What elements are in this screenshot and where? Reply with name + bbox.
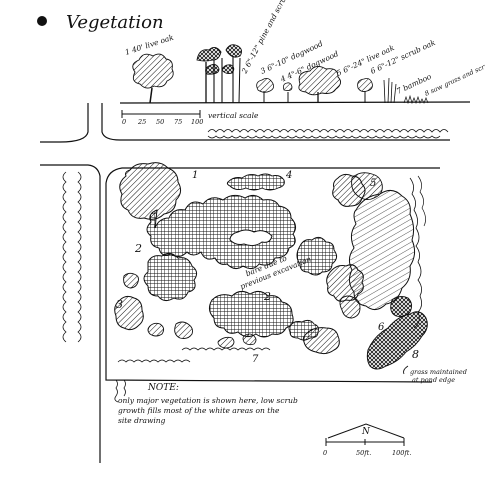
svg-text:0: 0	[323, 449, 327, 457]
roadside-scrub	[62, 129, 449, 403]
dogwood-3b	[123, 272, 139, 289]
page-title: Vegetation	[66, 12, 164, 33]
elevation-saw-grass	[403, 94, 429, 105]
saw-grass-8b	[390, 295, 413, 317]
dogwood-3a	[114, 295, 144, 331]
legend-label-8: saw grass and scrub at pond	[429, 48, 485, 95]
svg-text:100ft.: 100ft.	[392, 449, 412, 457]
live-oak-5b	[351, 172, 383, 201]
area-label-6: 6	[378, 322, 385, 333]
note-line-1: only major vegetation is shown here, low…	[118, 396, 298, 405]
area-label-2b: 2	[263, 290, 271, 303]
bamboo-7c	[217, 336, 235, 349]
grass-annotation: grass maintained at pond edge	[403, 365, 467, 384]
road-lines	[40, 103, 450, 463]
svg-text:75: 75	[174, 118, 182, 126]
area-label-4: 4	[285, 170, 292, 181]
area-label-3: 3	[116, 298, 123, 311]
pine-scrub-mass-2c	[208, 290, 294, 338]
area-label-7: 7	[252, 354, 259, 365]
vertical-scale-label: vertical scale	[208, 111, 259, 120]
dogwood-4	[226, 173, 285, 191]
pine-scrub-mass-2d	[296, 236, 338, 276]
vertical-scale: 0 25 50 75 100 vertical scale	[121, 110, 259, 126]
north-arrow-icon	[327, 423, 405, 439]
elevation-profile: 1 40' live oak 2 6"-12" pine and scrub o…	[119, 0, 485, 105]
svg-text:100: 100	[191, 118, 203, 126]
bamboo-7d	[242, 333, 257, 346]
note-line-3: site drawing	[118, 416, 166, 425]
elevation-tree-6	[357, 78, 373, 103]
north-label: N	[361, 427, 371, 437]
pine-scrub-mass-2b	[143, 252, 198, 302]
area-labels: 1 2 2 3 4 5 6 7 8	[116, 170, 419, 365]
legend-label-1: 40' live oak	[130, 33, 175, 55]
svg-text:50ft.: 50ft.	[356, 449, 371, 457]
pine-scrub-mass-2a	[146, 194, 297, 270]
live-oak-canopy-1	[119, 162, 182, 220]
area-label-1: 1	[192, 170, 198, 181]
area-label-2a: 2	[134, 242, 142, 255]
svg-text:50: 50	[156, 118, 164, 126]
area-label-5: 5	[370, 178, 376, 189]
elevation-tree-2	[196, 44, 243, 104]
north-arrow-and-scale: N 0 50ft. 100ft.	[323, 423, 412, 457]
note-line-2: growth fills most of the white areas on …	[118, 406, 280, 415]
saw-grass-8	[366, 311, 428, 370]
bamboo-7b	[302, 327, 340, 355]
elevation-tree-5	[298, 66, 341, 103]
title-bullet-icon	[37, 16, 47, 26]
svg-text:grass maintained: grass maintained	[410, 368, 467, 376]
area-label-8: 8	[412, 348, 419, 361]
elevation-bamboo	[383, 77, 397, 104]
svg-text:1 40' live oak: 1 40' live oak	[124, 33, 175, 57]
elevation-tree-1	[132, 53, 174, 104]
note-block: NOTE: only major vegetation is shown her…	[118, 383, 298, 425]
svg-text:at pond edge: at pond edge	[412, 376, 455, 384]
scrub-oak-6b	[326, 264, 364, 302]
svg-text:8 saw grass and scrub at pond: 8 saw grass and scrub at pond	[423, 48, 485, 98]
note-heading: NOTE:	[147, 383, 179, 393]
ground-line	[119, 101, 471, 104]
pond-edge-scrub	[409, 177, 422, 329]
svg-text:25: 25	[137, 118, 146, 126]
dogwood-3d	[147, 322, 165, 337]
elevation-tree-3	[256, 78, 274, 103]
scrub-oak-6c	[339, 295, 361, 319]
svg-text:0: 0	[122, 118, 126, 126]
elevation-tree-4	[283, 82, 293, 103]
dogwood-3c	[174, 321, 193, 339]
